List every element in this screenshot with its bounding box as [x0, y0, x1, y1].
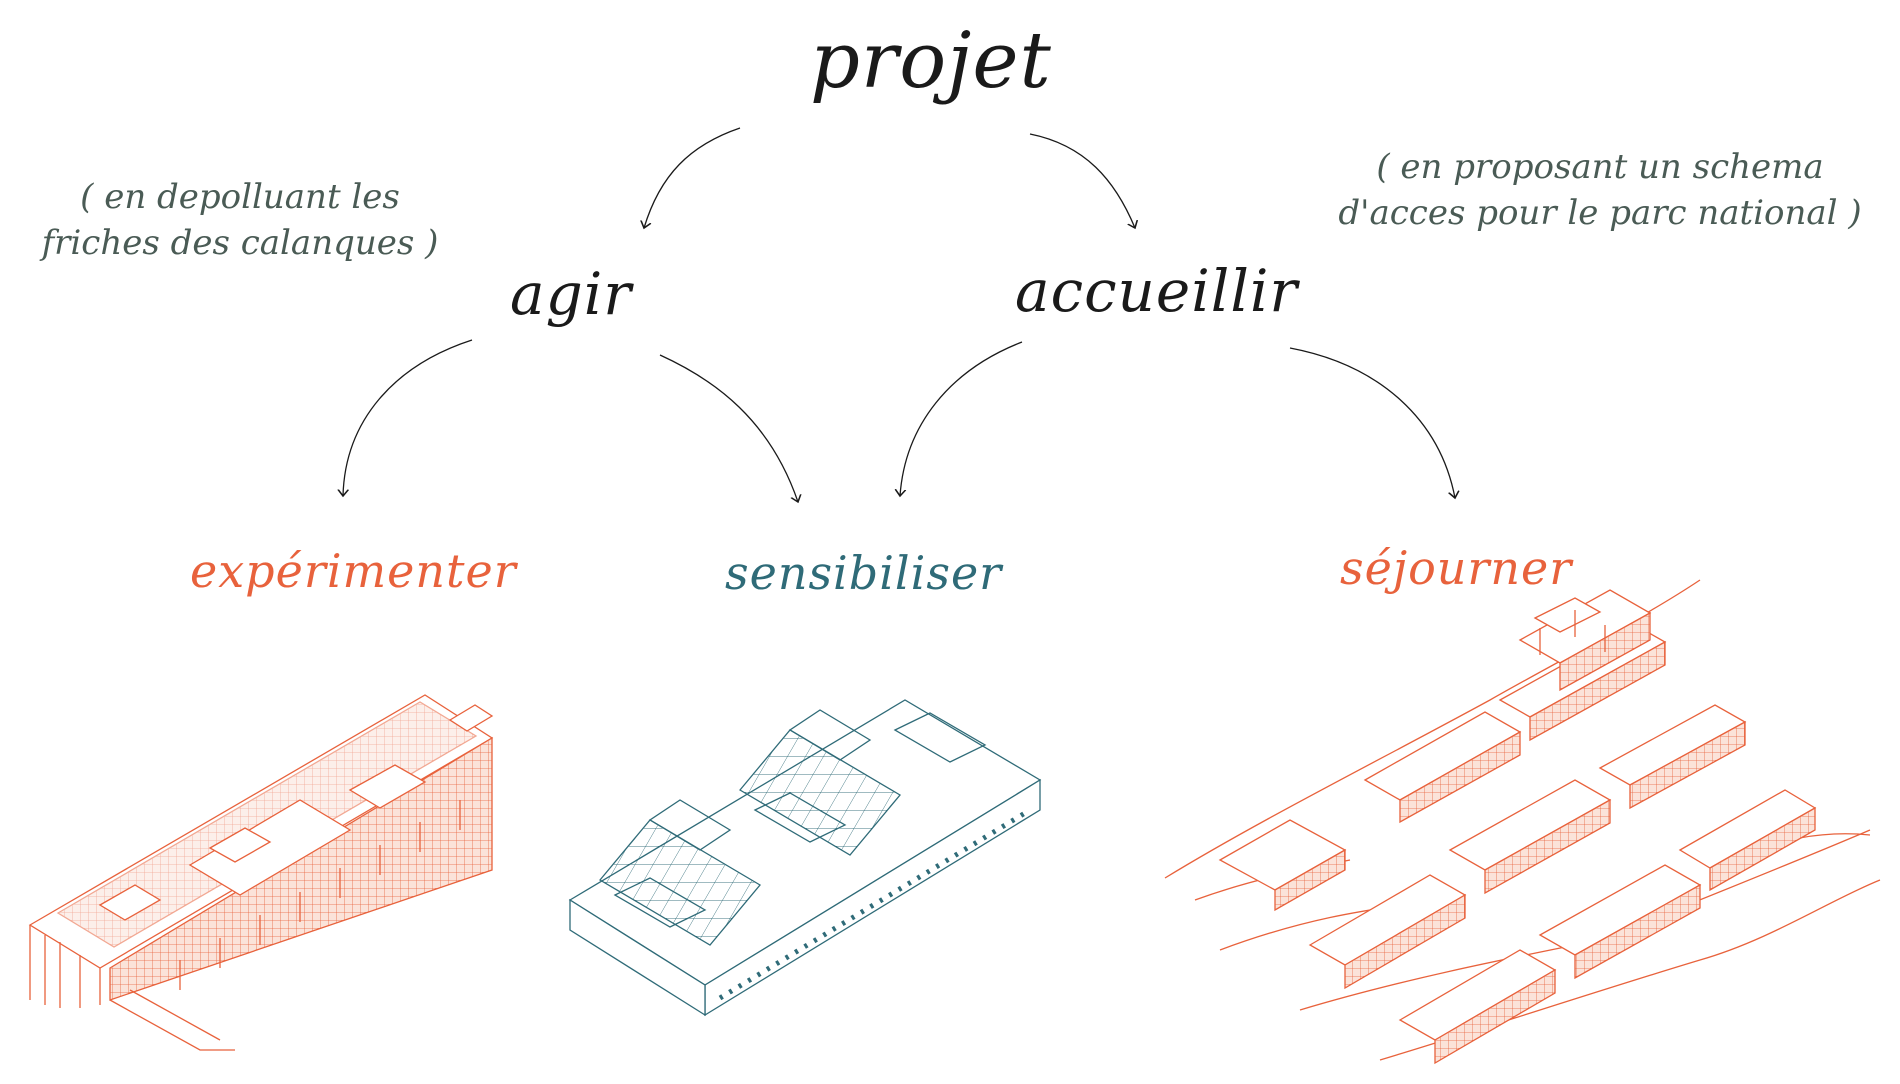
- note-agir: ( en depolluant les friches des calanque…: [20, 175, 460, 267]
- arrow-projet-to-accueillir: [1029, 133, 1135, 228]
- note-accueillir-line-1: ( en proposant un schema: [1376, 147, 1824, 187]
- note-agir-line-2: friches des calanques ): [41, 222, 439, 263]
- note-accueillir-line-2: d'acces pour le parc national ): [1338, 192, 1862, 233]
- action-label-sensibiliser: sensibiliser: [725, 546, 1003, 600]
- illustration-experimenter-building: [28, 694, 494, 1051]
- branch-label-agir: agir: [510, 260, 632, 328]
- arrow-accueillir-to-sejourner: [1289, 347, 1455, 498]
- action-label-sejourner: séjourner: [1340, 541, 1573, 595]
- action-label-experimenter: expérimenter: [190, 544, 517, 598]
- branch-label-accueillir: accueillir: [1015, 257, 1299, 325]
- arrow-agir-to-experimenter: [343, 339, 473, 496]
- note-agir-line-1: ( en depolluant les: [80, 177, 400, 217]
- arrow-projet-to-agir: [644, 127, 741, 228]
- arrow-accueillir-to-sensibiliser: [900, 341, 1023, 496]
- illustration-sejourner-village: [1164, 579, 1881, 1065]
- root-label-projet: projet: [810, 16, 1052, 106]
- arrow-agir-to-sensibiliser: [659, 354, 798, 502]
- note-accueillir: ( en proposant un schema d'acces pour le…: [1310, 145, 1890, 237]
- illustration-sensibiliser-building: [568, 699, 1042, 1017]
